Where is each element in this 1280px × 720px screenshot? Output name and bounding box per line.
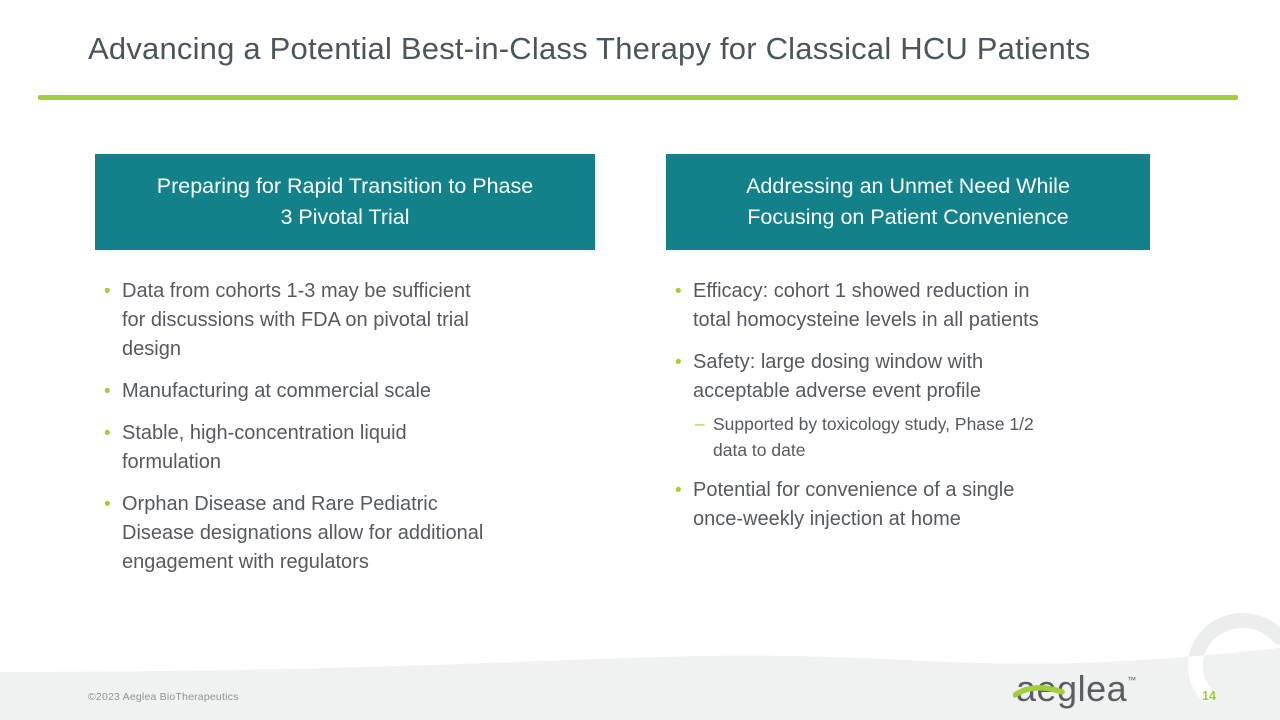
bullet-item: • Manufacturing at commercial scale: [104, 377, 595, 406]
sub-bullet-text: Supported by toxicology study, Phase 1/2…: [713, 414, 1034, 460]
bullet-icon: •: [104, 281, 111, 302]
bullet-icon: •: [675, 281, 682, 302]
footer-wave-graphic: [0, 612, 1280, 720]
right-column: Addressing an Unmet Need While Focusing …: [666, 154, 1150, 547]
right-header-box: Addressing an Unmet Need While Focusing …: [666, 154, 1150, 250]
bullet-item: • Safety: large dosing window with accep…: [675, 348, 1150, 463]
bullet-text: Data from cohorts 1-3 may be sufficient …: [122, 280, 471, 360]
bullet-icon: •: [104, 423, 111, 444]
bullet-item: • Orphan Disease and Rare Pediatric Dise…: [104, 490, 595, 577]
aeglea-logo: aeglea™: [1013, 668, 1137, 712]
bullet-icon: •: [104, 381, 111, 402]
bullet-text: Efficacy: cohort 1 showed reduction in t…: [693, 280, 1039, 331]
bullet-item: • Efficacy: cohort 1 showed reduction in…: [675, 277, 1150, 335]
bullet-item: • Data from cohorts 1-3 may be sufficien…: [104, 277, 595, 364]
trademark-symbol: ™: [1127, 675, 1137, 685]
title-underline-rule: [38, 95, 1238, 100]
left-header-box: Preparing for Rapid Transition to Phase …: [95, 154, 595, 250]
dash-icon: –: [695, 414, 705, 433]
footer-band: [0, 648, 1280, 720]
bullet-item: • Potential for convenience of a single …: [675, 476, 1150, 534]
bullet-text: Potential for convenience of a single on…: [693, 479, 1015, 530]
left-bullet-list: • Data from cohorts 1-3 may be sufficien…: [95, 277, 595, 577]
swirl-highlight: [1187, 648, 1280, 702]
bullet-text: Stable, high-concentration liquid formul…: [122, 422, 407, 473]
right-bullet-list: • Efficacy: cohort 1 showed reduction in…: [666, 277, 1150, 534]
left-column: Preparing for Rapid Transition to Phase …: [95, 154, 595, 590]
logo-green-swash-icon: [1013, 685, 1065, 698]
page-title: Advancing a Potential Best-in-Class Ther…: [88, 31, 1091, 66]
bullet-icon: •: [675, 352, 682, 373]
bullet-text: Safety: large dosing window with accepta…: [693, 351, 984, 402]
sub-bullet-item: – Supported by toxicology study, Phase 1…: [695, 411, 1150, 463]
bullet-icon: •: [675, 480, 682, 501]
bullet-text: Orphan Disease and Rare Pediatric Diseas…: [122, 493, 484, 573]
copyright-text: ©2023 Aeglea BioTherapeutics: [88, 691, 239, 703]
bullet-text: Manufacturing at commercial scale: [122, 380, 432, 402]
bullet-icon: •: [104, 494, 111, 515]
bullet-item: • Stable, high-concentration liquid form…: [104, 419, 595, 477]
page-number: 14: [1202, 689, 1216, 703]
